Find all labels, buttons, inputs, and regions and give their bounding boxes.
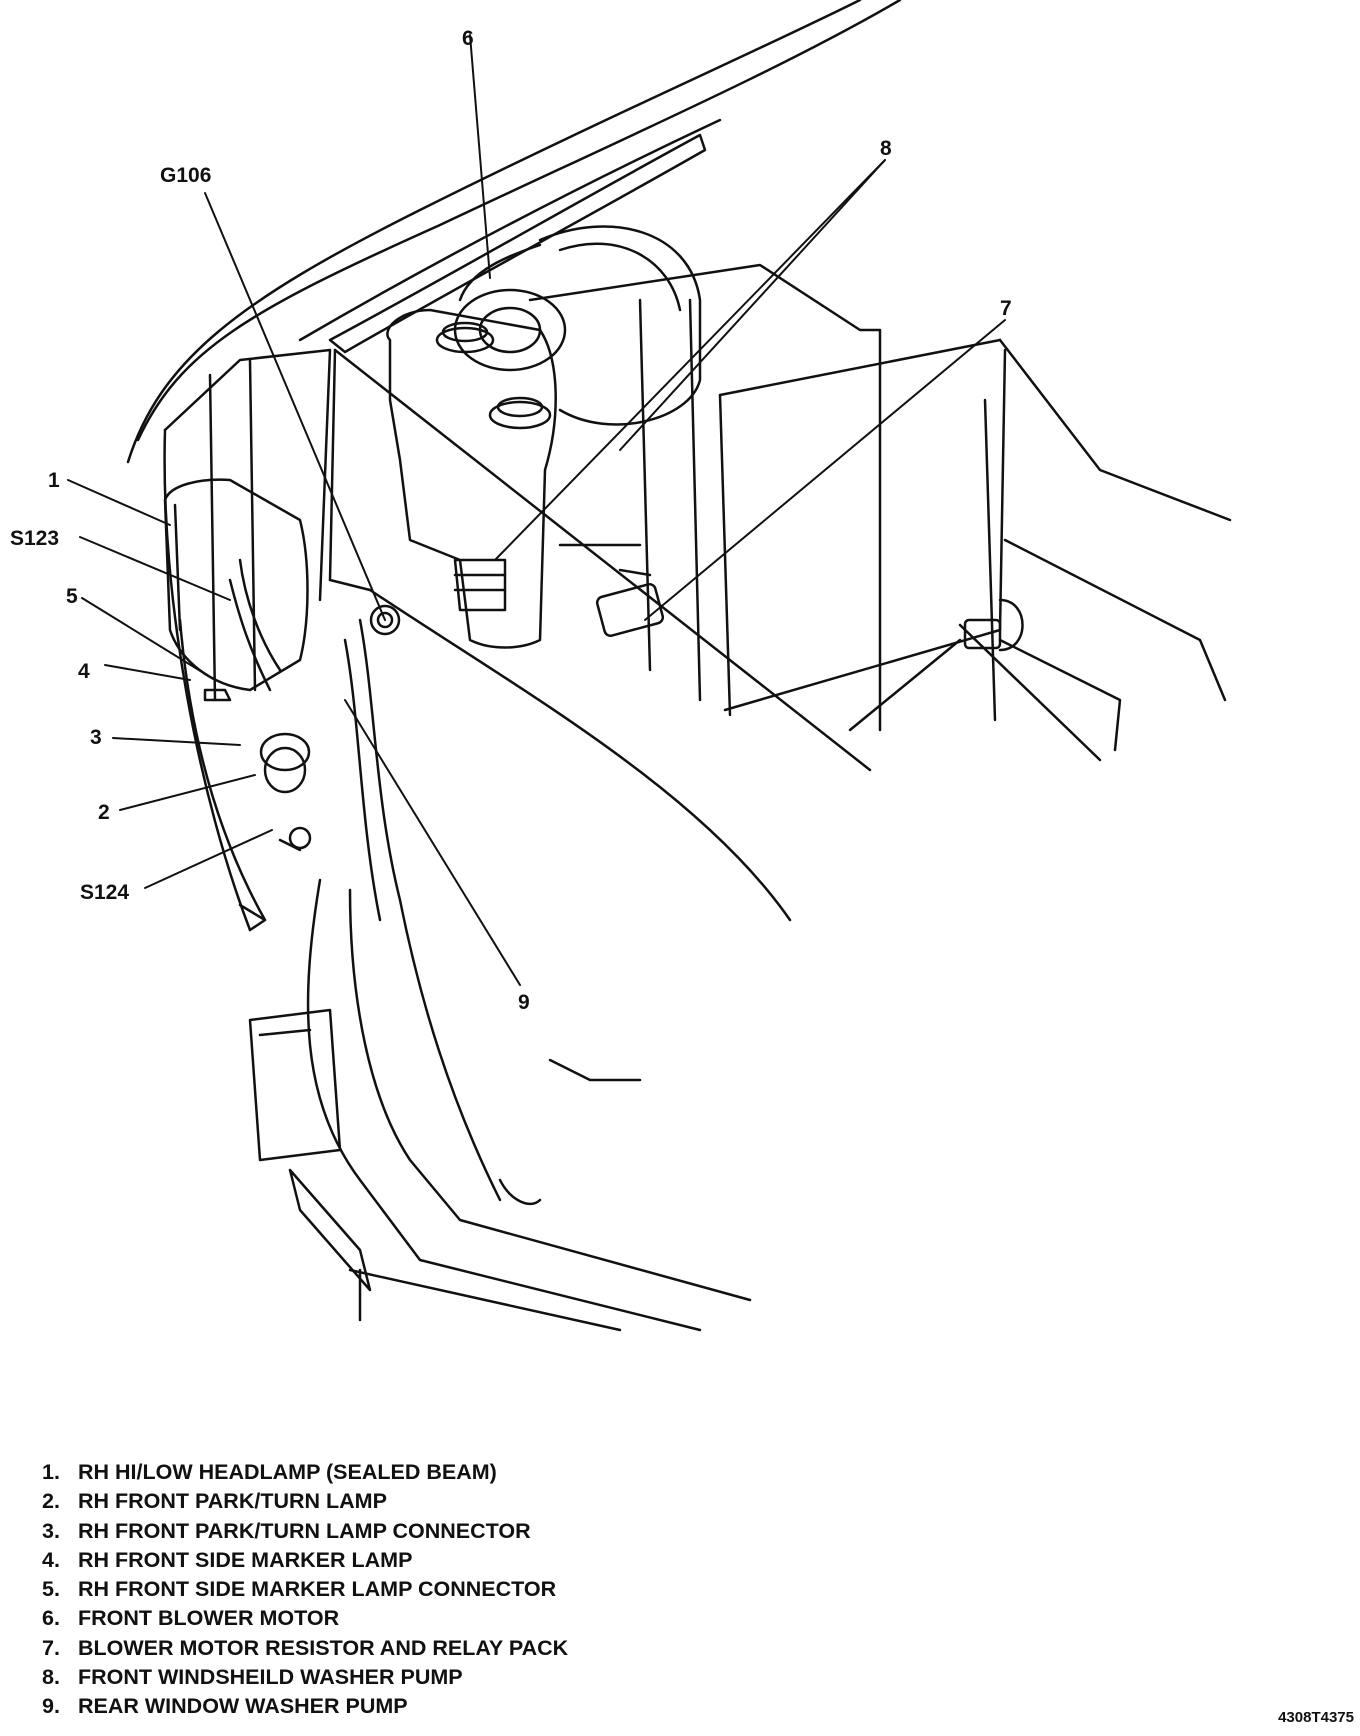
legend-item: 7. BLOWER MOTOR RESISTOR AND RELAY PACK bbox=[42, 1635, 569, 1660]
washer-reservoir bbox=[386, 308, 557, 649]
callout-1: 1 bbox=[48, 469, 60, 492]
radiator-shroud bbox=[528, 263, 1232, 762]
legend-item: 4. RH FRONT SIDE MARKER LAMP bbox=[42, 1547, 413, 1572]
legend-item: 2. RH FRONT PARK/TURN LAMP bbox=[42, 1489, 387, 1514]
legend-item: 3. RH FRONT PARK/TURN LAMP CONNECTOR bbox=[42, 1518, 531, 1543]
legend-item: 5. RH FRONT SIDE MARKER LAMP CONNECTOR bbox=[42, 1577, 557, 1602]
callout-g106: G106 bbox=[160, 164, 212, 187]
callout-8: 8 bbox=[880, 137, 892, 160]
headlamp bbox=[163, 478, 309, 692]
callout-9: 9 bbox=[518, 991, 530, 1014]
callout-2: 2 bbox=[98, 801, 110, 824]
legend-item: 1. RH HI/LOW HEADLAMP (SEALED BEAM) bbox=[42, 1460, 497, 1484]
component-legend: 1. RH HI/LOW HEADLAMP (SEALED BEAM) 2. R… bbox=[42, 1458, 568, 1722]
legend-item: 9. REAR WINDOW WASHER PUMP bbox=[42, 1694, 408, 1719]
callout-5: 5 bbox=[66, 585, 78, 608]
callout-s124: S124 bbox=[80, 881, 130, 904]
legend-item: 6. FRONT BLOWER MOTOR bbox=[42, 1606, 340, 1631]
callout-7: 7 bbox=[1000, 297, 1012, 320]
legend-item: 8. FRONT WINDSHEILD WASHER PUMP bbox=[42, 1665, 463, 1690]
callout-4: 4 bbox=[78, 660, 90, 683]
blower-motor-housing bbox=[453, 225, 702, 426]
hood-outline bbox=[126, 0, 902, 464]
engine-compartment-illustration bbox=[67, 0, 1232, 1332]
relay-pack bbox=[558, 543, 665, 637]
callout-3: 3 bbox=[90, 726, 102, 749]
callout-s123: S123 bbox=[10, 527, 60, 550]
callout-6: 6 bbox=[462, 27, 474, 50]
lamp-harness bbox=[203, 558, 542, 1206]
radiator-support-crossbar bbox=[328, 348, 872, 922]
figure-code: 4308T4375 bbox=[1278, 1709, 1354, 1726]
lower-body-panels bbox=[248, 878, 752, 1332]
leader-lines bbox=[67, 34, 1006, 986]
